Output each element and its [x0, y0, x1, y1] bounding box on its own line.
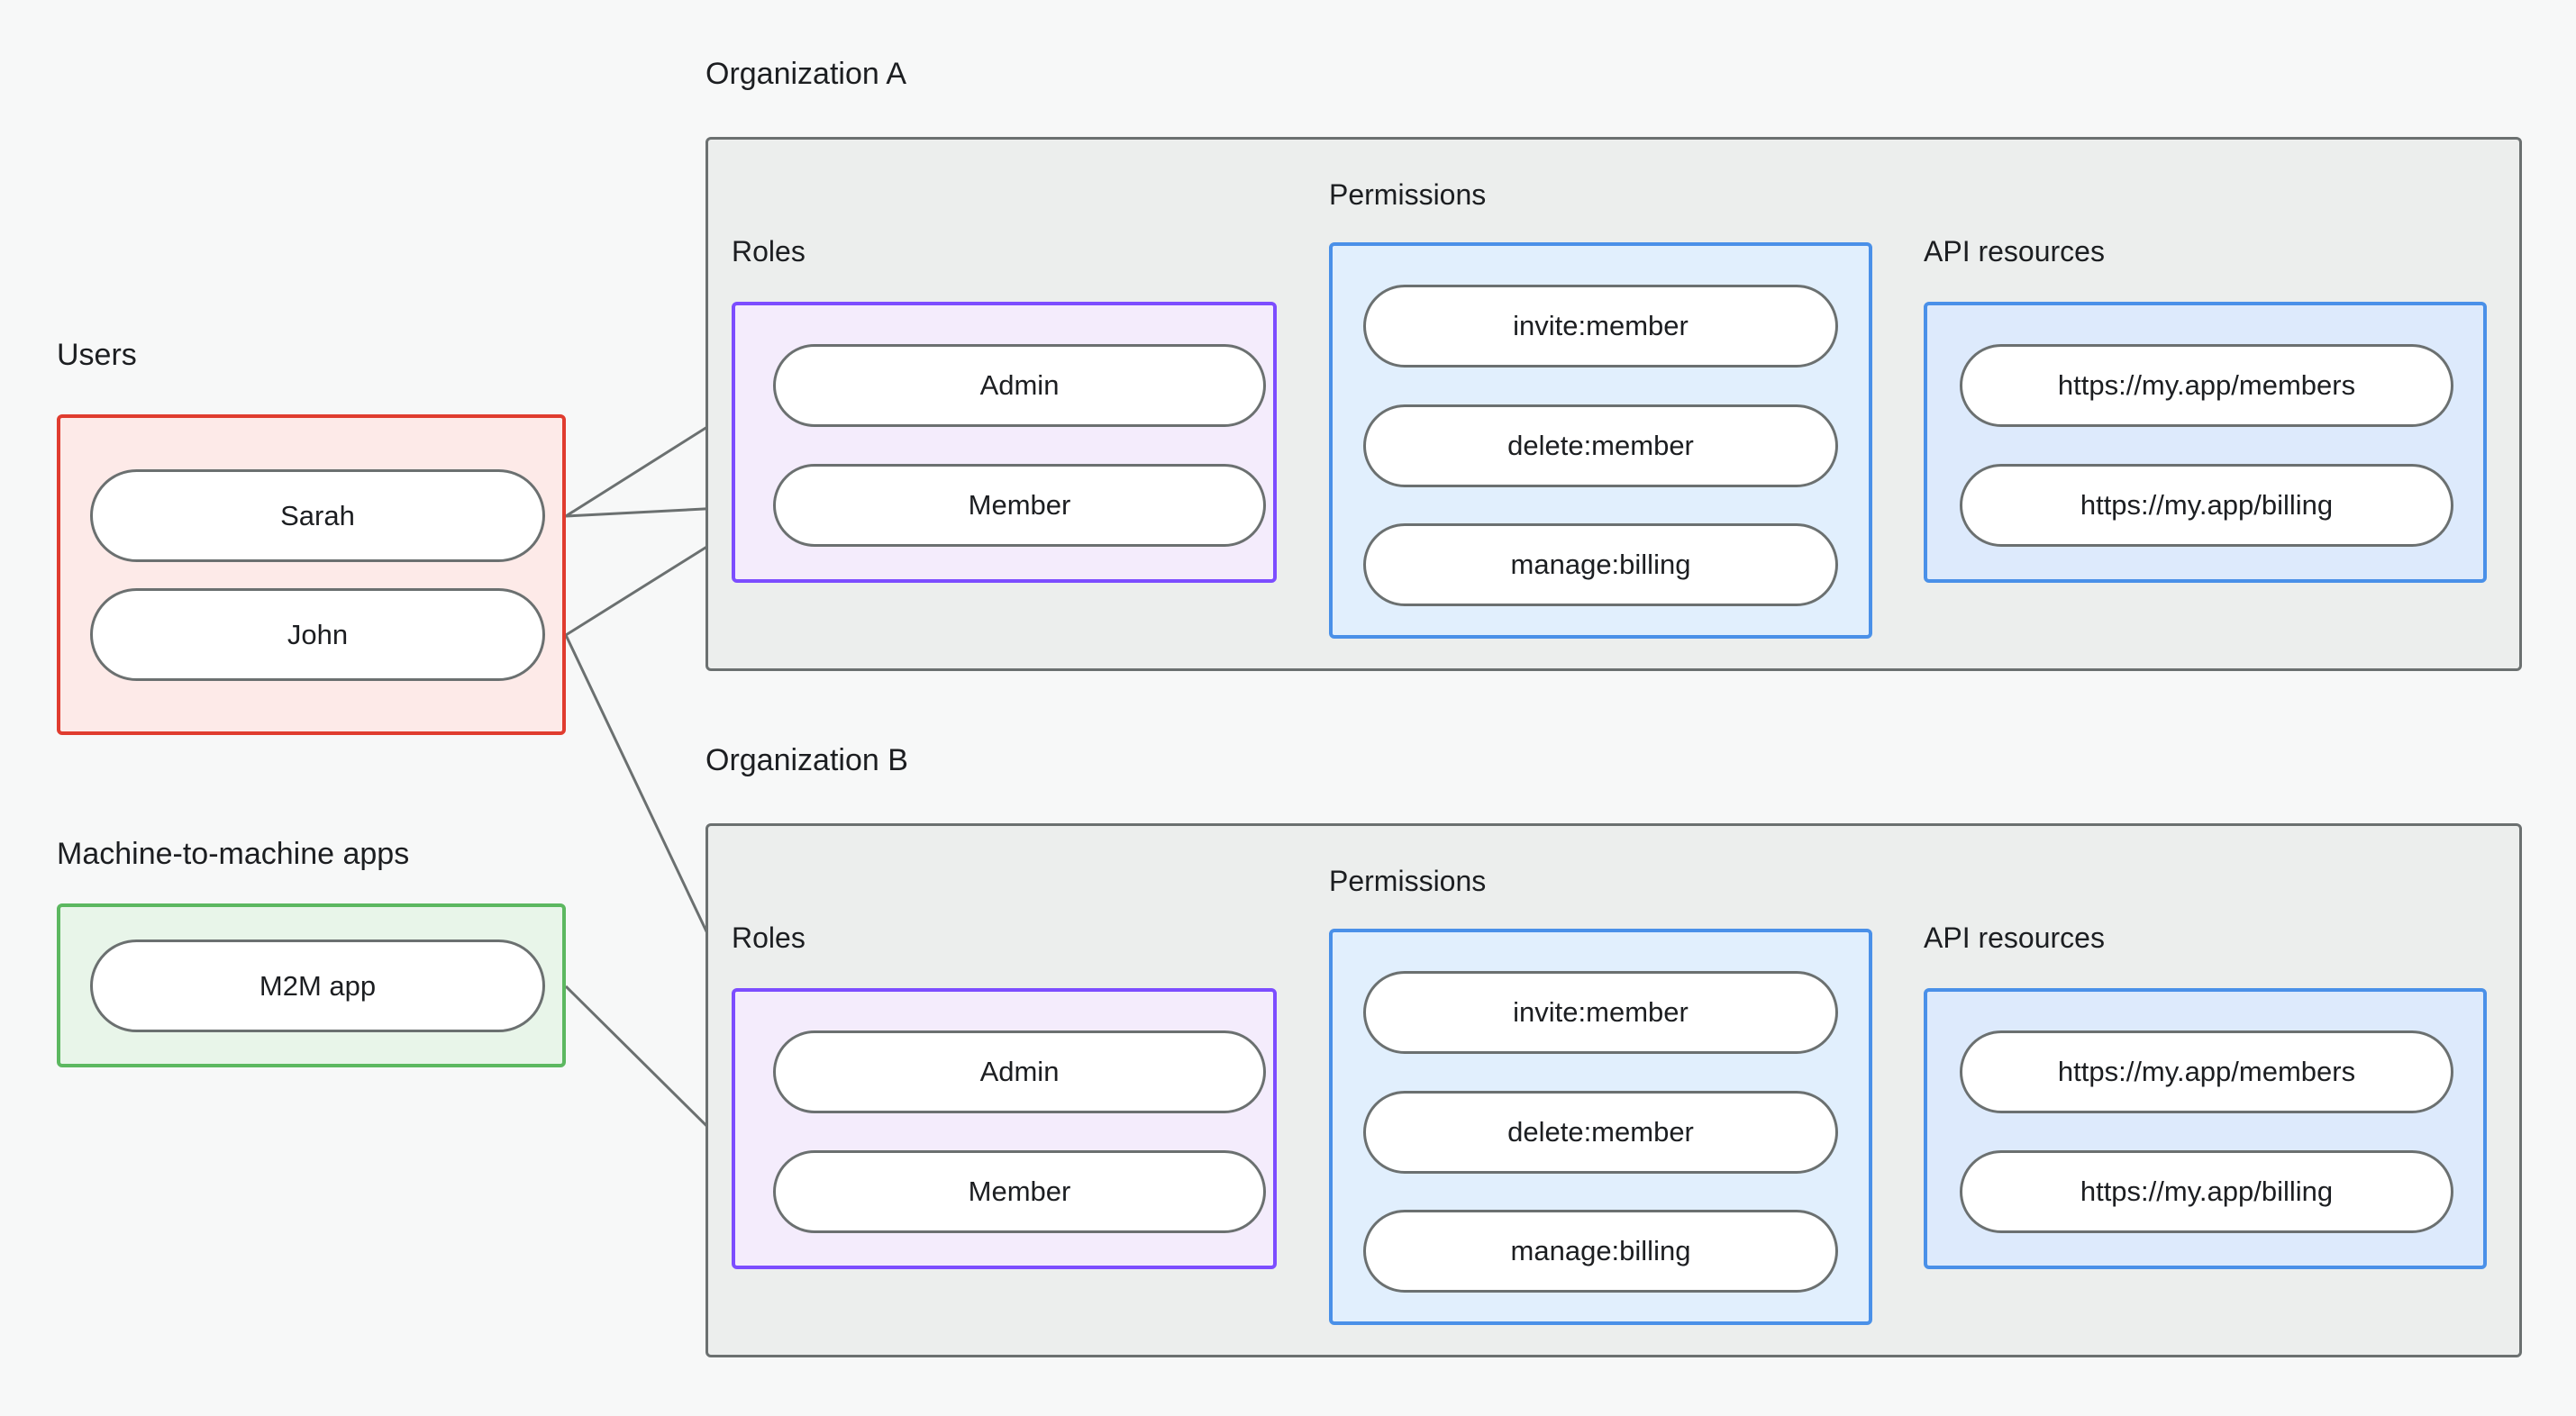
org-a-permission-manage-billing[interactable]: manage:billing: [1363, 523, 1838, 606]
org-a-role-admin-label: Admin: [979, 369, 1060, 401]
org-b-permission-manage-billing[interactable]: manage:billing: [1363, 1210, 1838, 1293]
org-b-permissions-title: Permissions: [1329, 865, 1487, 897]
m2m-node-app[interactable]: M2M app: [90, 939, 545, 1032]
user-node-sarah-label: Sarah: [280, 499, 355, 531]
org-b-api-resource-members-label: https://my.app/members: [2057, 1056, 2356, 1087]
org-b-title: Organization B: [705, 743, 908, 777]
org-a-permission-delete-member-label: delete:member: [1507, 430, 1694, 461]
org-a-role-member-label: Member: [968, 489, 1071, 521]
org-a-roles-title: Roles: [732, 235, 806, 268]
org-b-role-member[interactable]: Member: [773, 1150, 1266, 1233]
org-a-role-admin[interactable]: Admin: [773, 344, 1266, 427]
m2m-node-app-label: M2M app: [259, 969, 377, 1002]
org-b-roles-title: Roles: [732, 921, 806, 954]
org-a-permissions-title: Permissions: [1329, 178, 1487, 211]
org-b-permission-delete-member-label: delete:member: [1507, 1116, 1694, 1148]
org-a-permission-invite-member[interactable]: invite:member: [1363, 285, 1838, 368]
org-a-api-resource-members[interactable]: https://my.app/members: [1960, 344, 2453, 427]
org-a-permission-invite-member-label: invite:member: [1513, 310, 1689, 341]
user-node-john-label: John: [287, 618, 349, 650]
org-b-api-resources-title: API resources: [1924, 921, 2105, 954]
org-b-api-resource-billing[interactable]: https://my.app/billing: [1960, 1150, 2453, 1233]
org-b-role-admin[interactable]: Admin: [773, 1030, 1266, 1113]
org-a-api-resource-billing[interactable]: https://my.app/billing: [1960, 464, 2453, 547]
org-a-api-resource-billing-label: https://my.app/billing: [2080, 489, 2334, 521]
user-node-john[interactable]: John: [90, 588, 545, 681]
org-b-permission-manage-billing-label: manage:billing: [1510, 1235, 1691, 1266]
org-a-permission-manage-billing-label: manage:billing: [1510, 549, 1691, 580]
org-a-api-resource-members-label: https://my.app/members: [2057, 369, 2356, 401]
org-a-role-member[interactable]: Member: [773, 464, 1266, 547]
users-group: [57, 414, 566, 735]
org-b-role-member-label: Member: [968, 1175, 1071, 1207]
org-b-permission-invite-member[interactable]: invite:member: [1363, 971, 1838, 1054]
org-b-role-admin-label: Admin: [979, 1056, 1060, 1087]
m2m-title: Machine-to-machine apps: [57, 837, 410, 871]
user-node-sarah[interactable]: Sarah: [90, 469, 545, 562]
org-a-title: Organization A: [705, 57, 907, 91]
org-b-permission-invite-member-label: invite:member: [1513, 996, 1689, 1028]
org-b-api-resource-billing-label: https://my.app/billing: [2080, 1175, 2334, 1207]
org-a-permission-delete-member[interactable]: delete:member: [1363, 404, 1838, 487]
users-title: Users: [57, 338, 137, 372]
org-b-permission-delete-member[interactable]: delete:member: [1363, 1091, 1838, 1174]
org-a-api-resources-title: API resources: [1924, 235, 2105, 268]
org-b-api-resource-members[interactable]: https://my.app/members: [1960, 1030, 2453, 1113]
